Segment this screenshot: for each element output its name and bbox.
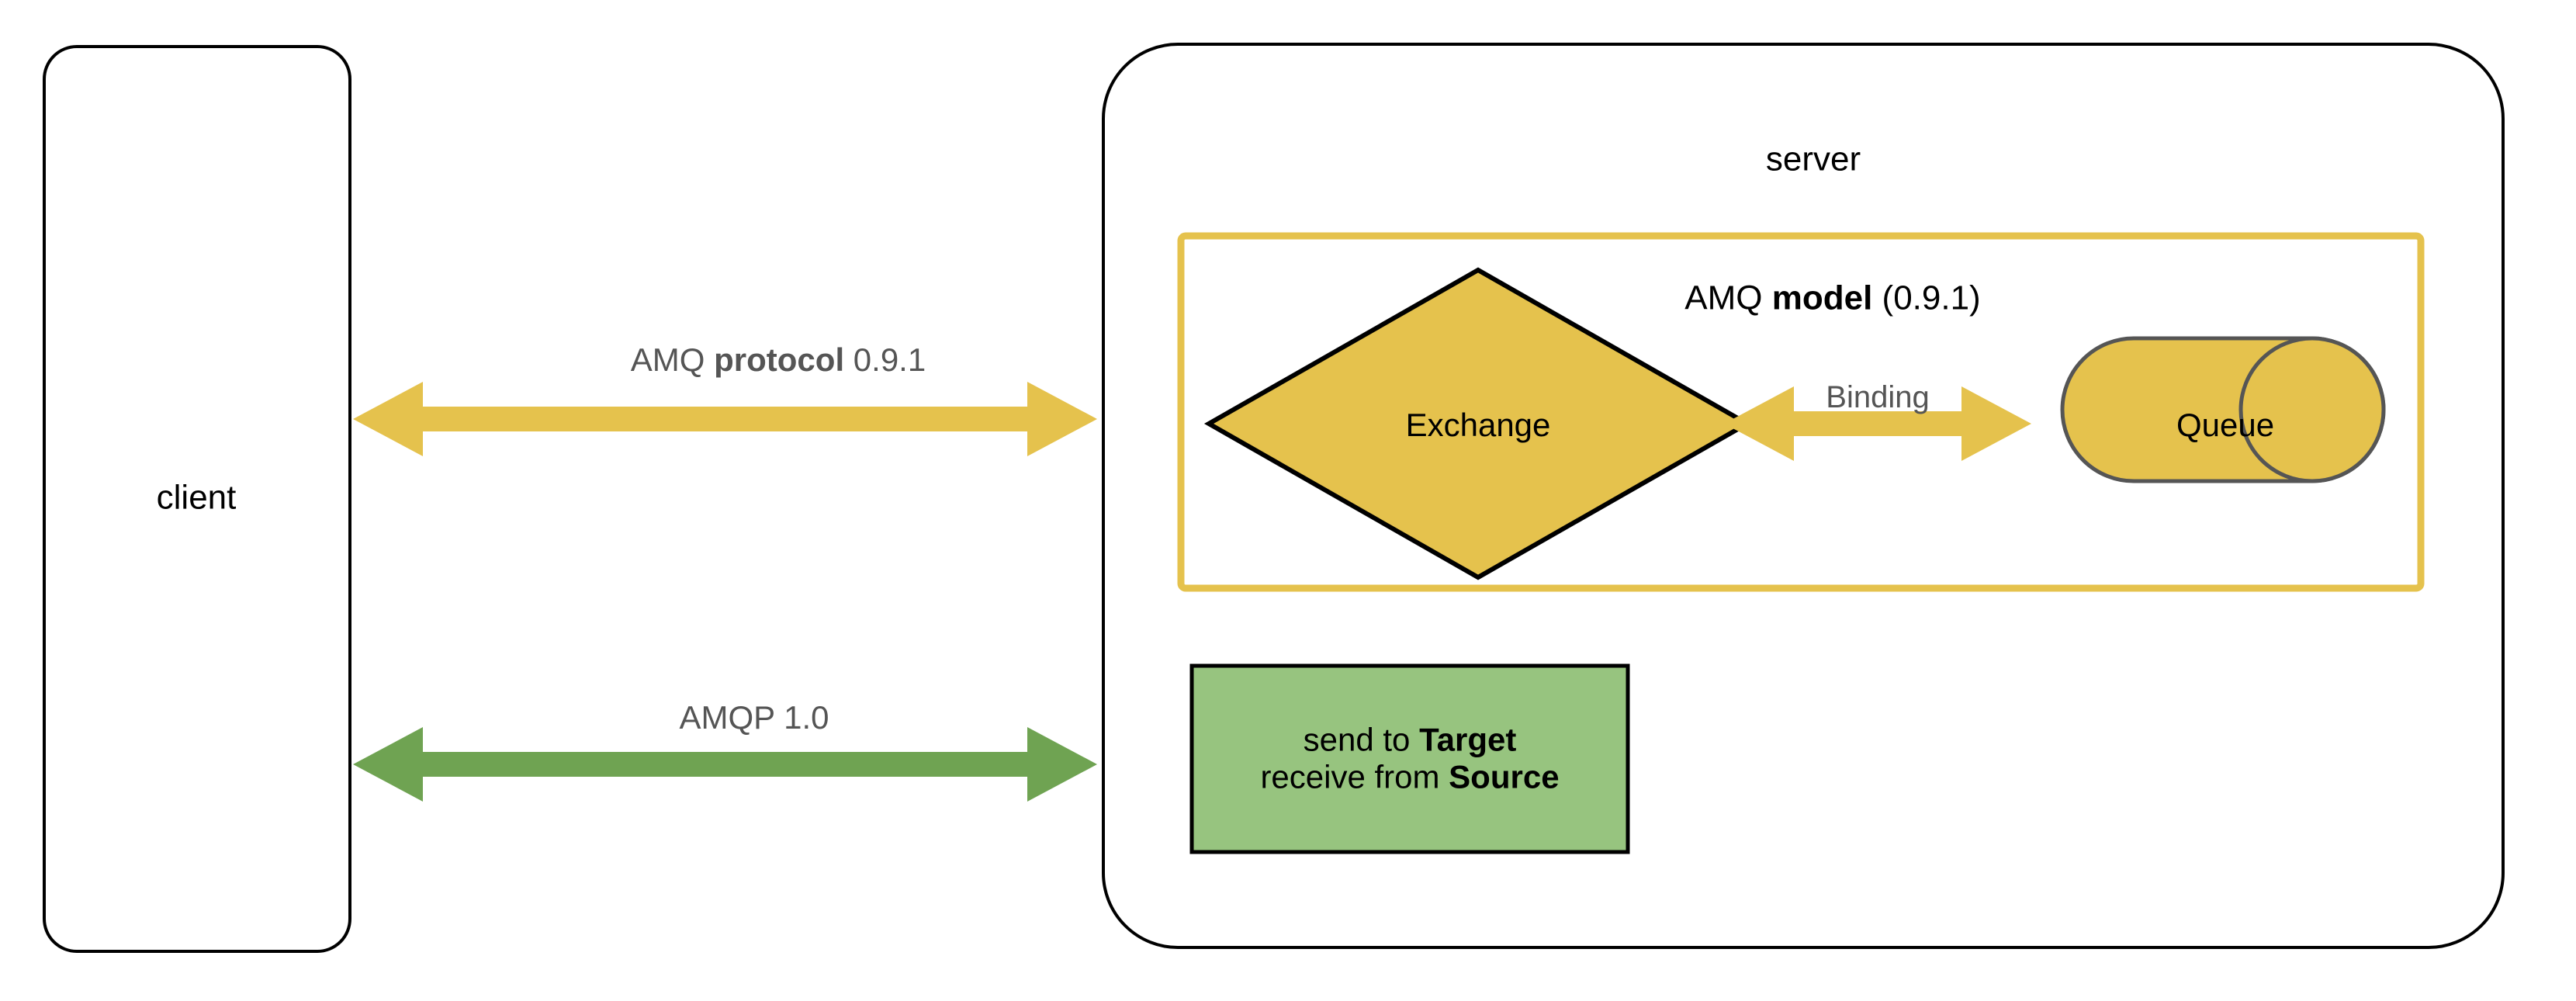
amqp-terminus-line-1: send to Target: [1260, 722, 1559, 759]
amqp-terminus-line2-bold: Source: [1449, 759, 1560, 795]
queue-label: Queue: [2176, 406, 2275, 443]
amqp-terminus-line-2: receive from Source: [1260, 759, 1559, 796]
binding-label: Binding: [1826, 380, 1930, 414]
exchange-label: Exchange: [1405, 406, 1551, 443]
amq-model-label-prefix: AMQ: [1684, 279, 1772, 317]
exchange-diamond[interactable]: [1203, 267, 1753, 580]
amq-model-label-suffix: (0.9.1): [1872, 279, 1981, 317]
amqp-terminus-line2-prefix: receive from: [1260, 759, 1449, 795]
amqp-terminus-line1-bold: Target: [1419, 721, 1517, 758]
queue-cylinder[interactable]: [2060, 336, 2386, 483]
amq-protocol-label-suffix: 0.9.1: [844, 341, 926, 378]
amqp-terminus-text: send to Target receive from Source: [1260, 722, 1559, 797]
amq-model-label: AMQ model (0.9.1): [1684, 279, 1980, 319]
binding-arrow[interactable]: [1724, 386, 2031, 461]
amq-model-box[interactable]: [1177, 232, 2425, 592]
amqp-arrow[interactable]: [353, 727, 1097, 802]
amq-protocol-arrow-label: AMQ protocol 0.9.1: [631, 341, 926, 379]
client-label: client: [156, 478, 237, 517]
amq-protocol-label-bold: protocol: [714, 341, 845, 378]
amqp-terminus-box[interactable]: [1189, 663, 1630, 854]
server-label: server: [1765, 140, 1861, 178]
client-box[interactable]: [43, 45, 351, 953]
amq-model-label-bold: model: [1771, 279, 1873, 317]
amqp-arrow-label: AMQP 1.0: [679, 698, 829, 736]
amqp-terminus-line1-prefix: send to: [1303, 721, 1420, 758]
amq-protocol-label-prefix: AMQ: [630, 341, 715, 378]
amq-protocol-arrow[interactable]: [353, 382, 1097, 456]
